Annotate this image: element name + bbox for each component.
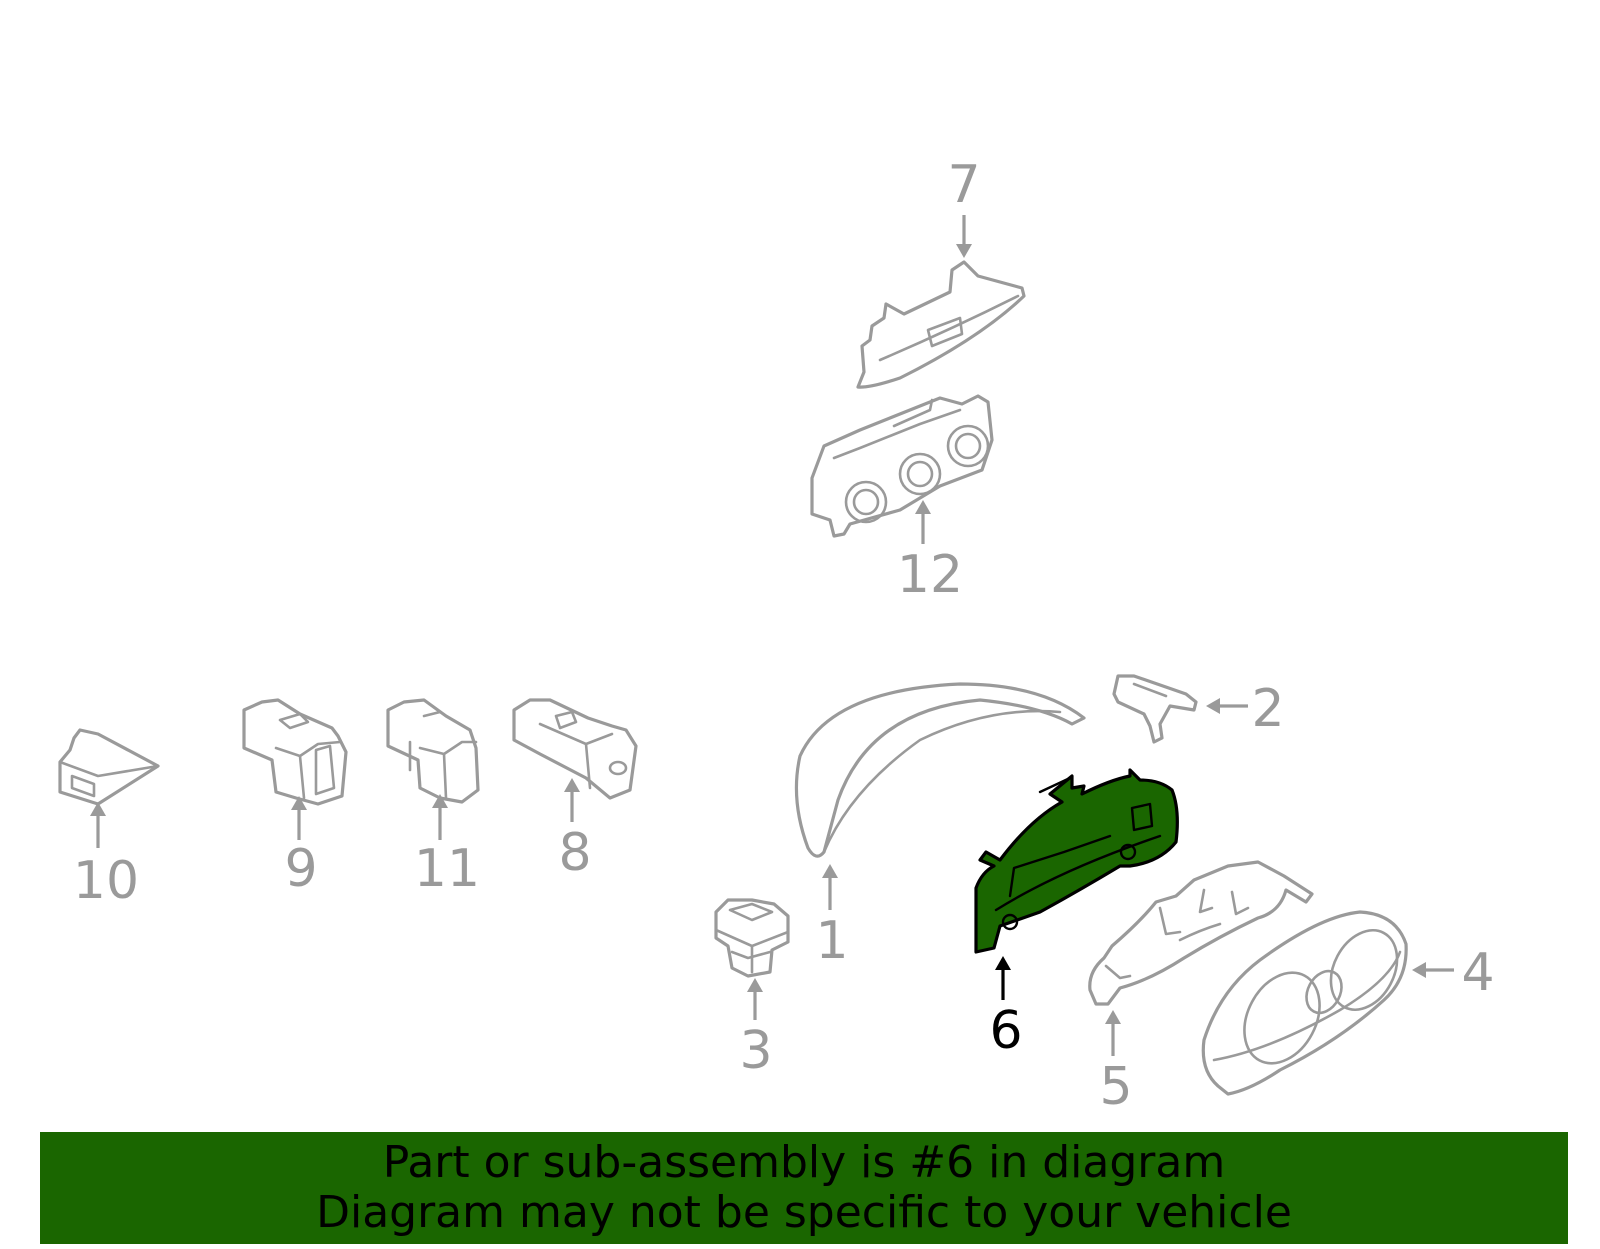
part-6-instrument-cluster[interactable] — [974, 768, 1179, 954]
callout-10: 10 — [73, 851, 139, 911]
leader-5 — [1105, 1010, 1121, 1056]
callout-9: 9 — [284, 839, 317, 899]
leader-1 — [822, 864, 838, 910]
callout-12: 12 — [897, 545, 963, 605]
leader-10 — [90, 802, 106, 848]
part-2-clip[interactable] — [1112, 674, 1198, 744]
part-3-switch[interactable] — [714, 898, 790, 978]
leader-12 — [915, 500, 931, 544]
callout-3: 3 — [739, 1021, 772, 1081]
leader-8 — [564, 778, 580, 822]
part-11-switch[interactable] — [386, 698, 480, 804]
info-banner: Part or sub-assembly is #6 in diagram Di… — [40, 1132, 1568, 1244]
leader-3 — [747, 978, 763, 1020]
leader-9 — [291, 796, 307, 840]
leader-2 — [1206, 698, 1248, 714]
callout-6: 6 — [989, 1001, 1022, 1061]
callout-8: 8 — [558, 823, 591, 883]
part-9-switch[interactable] — [242, 698, 348, 806]
banner-line-1: Part or sub-assembly is #6 in diagram — [382, 1137, 1226, 1188]
callout-4: 4 — [1461, 943, 1494, 1003]
part-8-switch[interactable] — [512, 698, 638, 800]
part-10-switch[interactable] — [58, 728, 160, 806]
part-12-climate-control[interactable] — [810, 394, 994, 538]
part-4-cluster-housing[interactable] — [1201, 910, 1410, 1096]
callout-2: 2 — [1251, 679, 1284, 739]
leader-6 — [995, 956, 1011, 1000]
callout-7: 7 — [947, 155, 980, 215]
leader-4 — [1412, 962, 1454, 978]
callout-11: 11 — [414, 839, 480, 899]
part-7-bezel[interactable] — [856, 260, 1026, 389]
callout-1: 1 — [815, 911, 848, 971]
leader-7 — [956, 215, 972, 258]
banner-line-2: Diagram may not be specific to your vehi… — [316, 1187, 1292, 1238]
part-5-gauge-face[interactable] — [1088, 860, 1314, 1006]
leader-11 — [432, 794, 448, 840]
part-1-lens[interactable] — [794, 682, 1086, 858]
callout-5: 5 — [1099, 1057, 1132, 1117]
